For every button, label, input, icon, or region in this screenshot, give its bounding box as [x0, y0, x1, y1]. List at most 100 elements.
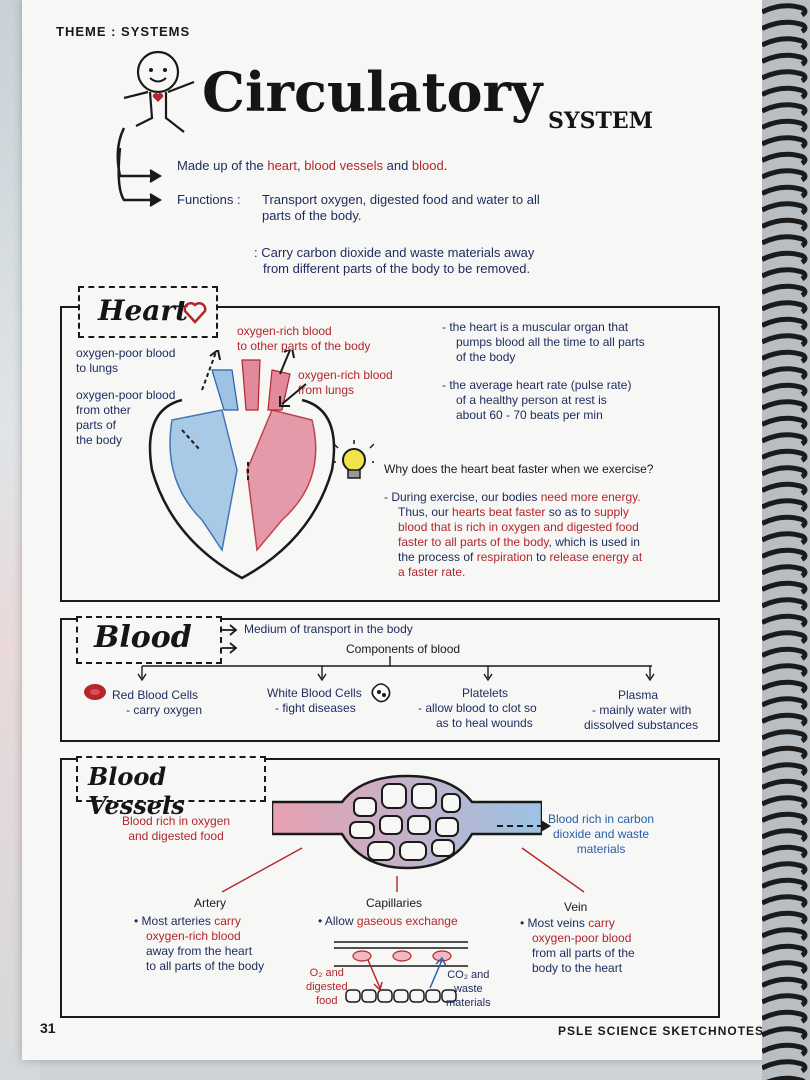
spiral-coil [762, 778, 808, 793]
spiral-coil [762, 613, 808, 628]
page-title: Circulatory [202, 60, 543, 124]
spiral-coil [762, 564, 808, 579]
spiral-coil [762, 201, 808, 216]
lightbulb-icon [334, 440, 374, 479]
spiral-coil [762, 811, 808, 826]
spiral-coil [762, 861, 808, 876]
blood-title-tag: Blood [76, 616, 222, 664]
spiral-coil [762, 498, 808, 513]
heart-diagram [148, 350, 336, 580]
spiral-coil [762, 712, 808, 727]
theme-label: THEME : SYSTEMS [56, 24, 191, 39]
spiral-coil [762, 52, 808, 67]
vessels-title-tag: Blood Vessels [76, 756, 266, 820]
wbc-label: White Blood Cells- fight diseases [267, 686, 362, 715]
artery-label: Artery [194, 896, 227, 910]
red-blood-cell-icon [84, 684, 106, 700]
spiral-coil [762, 481, 808, 496]
spiral-coil [762, 580, 808, 595]
spiral-coil [762, 795, 808, 810]
spiral-coil [762, 976, 808, 991]
page-subtitle: SYSTEM [548, 108, 653, 134]
spiral-coil [762, 1059, 808, 1074]
heart-answer: - During exercise, our bodies need more … [384, 490, 643, 579]
white-blood-cell-icon [371, 683, 391, 703]
spiral-coil [762, 36, 808, 51]
spiral-coil [762, 399, 808, 414]
spiral-binding [762, 0, 810, 1080]
artery-desc: • Most arteries carry oxygen-rich blood … [134, 914, 265, 973]
spiral-coil [762, 729, 808, 744]
spiral-coil [762, 894, 808, 909]
spiral-coil [762, 432, 808, 447]
spiral-coil [762, 333, 808, 348]
spiral-coil [762, 300, 808, 315]
spiral-coil [762, 135, 808, 150]
spiral-coil [762, 844, 808, 859]
spiral-coil [762, 745, 808, 760]
spiral-coil [762, 234, 808, 249]
spiral-coil [762, 877, 808, 892]
spiral-coil [762, 943, 808, 958]
function-2: : Carry carbon dioxide and waste materia… [254, 245, 535, 276]
functions-label: Functions : [177, 192, 241, 207]
spiral-coil [762, 283, 808, 298]
spiral-coil [762, 1026, 808, 1041]
spiral-coil [762, 679, 808, 694]
heart-question: Why does the heart beat faster when we e… [384, 462, 654, 476]
spiral-coil [762, 828, 808, 843]
spiral-coil [762, 3, 808, 18]
blood-title: Blood [94, 620, 192, 655]
intro-made-up: Made up of the heart, blood vessels and … [177, 158, 448, 173]
spiral-coil [762, 217, 808, 232]
spiral-coil [762, 366, 808, 381]
blood-components: Components of blood [346, 642, 461, 656]
spiral-coil [762, 19, 808, 34]
spiral-coil [762, 151, 808, 166]
spiral-coil [762, 531, 808, 546]
spiral-coil [762, 1009, 808, 1024]
spiral-coil [762, 910, 808, 925]
gas-exchange-diagram [334, 941, 468, 1003]
spiral-coil [762, 184, 808, 199]
spiral-coil [762, 960, 808, 975]
spiral-coil [762, 514, 808, 529]
spiral-coil [762, 382, 808, 397]
spiral-coil [762, 465, 808, 480]
spiral-coil [762, 547, 808, 562]
function-1: Transport oxygen, digested food and wate… [262, 192, 540, 223]
vein-label: Vein [564, 900, 588, 914]
spiral-coil [762, 927, 808, 942]
spiral-coil [762, 69, 808, 84]
rbc-label: Red Blood Cells- carry oxygen [112, 688, 203, 717]
spiral-coil [762, 696, 808, 711]
page-number: 31 [40, 1020, 56, 1036]
vein-desc: • Most veins carry oxygen-poor blood fro… [520, 916, 635, 975]
arrow-from-lungs [279, 383, 307, 407]
blood-medium: Medium of transport in the body [244, 622, 413, 636]
heart-outline-icon [183, 302, 207, 324]
spiral-coil [762, 646, 808, 661]
spiral-coil [762, 448, 808, 463]
blood-vessels-section [60, 758, 720, 1018]
spiral-coil [762, 168, 808, 183]
capillaries-desc: • Allow gaseous exchange [318, 914, 458, 928]
spiral-coil [762, 762, 808, 777]
spiral-coil [762, 349, 808, 364]
spiral-coil [762, 267, 808, 282]
spiral-coil [762, 85, 808, 100]
heart-section [60, 306, 720, 602]
spiral-coil [762, 102, 808, 117]
spiral-coil [762, 993, 808, 1008]
spiral-coil [762, 250, 808, 265]
heart-fact-rate: - the average heart rate (pulse rate)of … [442, 378, 632, 422]
blood-arrows [222, 624, 238, 654]
spiral-coil [762, 1042, 808, 1057]
